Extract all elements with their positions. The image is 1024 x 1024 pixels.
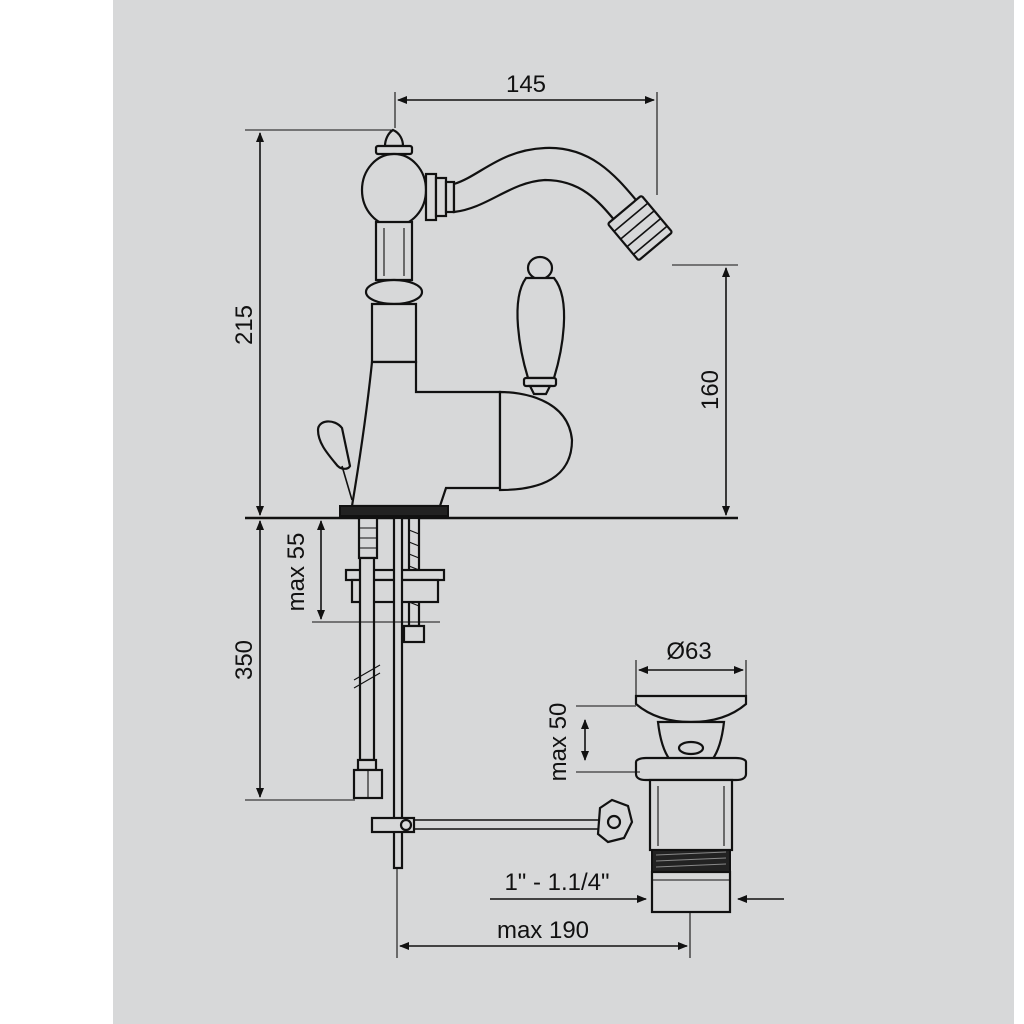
waste-valve xyxy=(634,694,748,914)
dim-label-350: 350 xyxy=(231,640,258,680)
dim-max-reach: max 190 xyxy=(396,868,691,958)
dim-waste-diameter: Ø63 xyxy=(635,638,747,696)
dim-label-thread: 1" - 1.1/4" xyxy=(504,869,609,896)
dim-thread: 1" - 1.1/4" xyxy=(490,869,784,903)
dim-label-145: 145 xyxy=(506,71,546,98)
dim-spout-height: 160 xyxy=(672,264,738,516)
dim-label-215: 215 xyxy=(231,305,258,345)
dim-height-total: 215 xyxy=(231,129,392,516)
faucet-drawing xyxy=(316,128,673,517)
dim-width-top: 145 xyxy=(394,71,658,195)
dim-label-max190: max 190 xyxy=(497,917,589,944)
dim-label-max50: max 50 xyxy=(545,703,572,782)
dim-hose-length: 350 xyxy=(231,520,355,801)
dim-label-d63: Ø63 xyxy=(666,638,711,665)
dim-max-counter: max 55 xyxy=(283,520,440,623)
dim-label-160: 160 xyxy=(697,370,724,410)
dim-waste-max: max 50 xyxy=(545,703,640,782)
dim-label-max55: max 55 xyxy=(283,533,310,612)
under-counter-hardware xyxy=(344,516,634,870)
